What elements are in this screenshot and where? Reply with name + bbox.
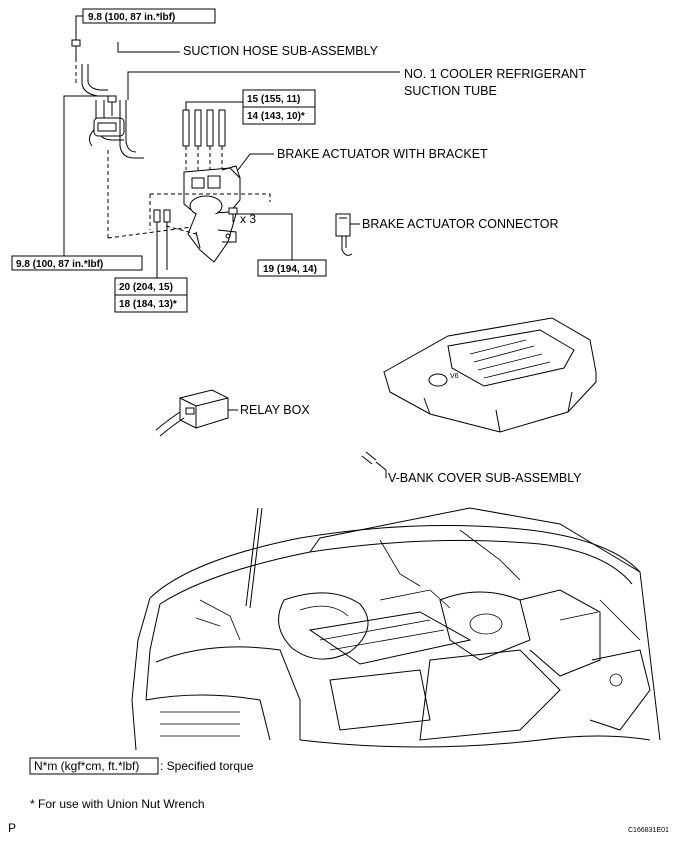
relay-box-icon bbox=[155, 389, 229, 437]
engine-compartment-illustration bbox=[131, 507, 661, 751]
legend-unit-text: N*m (kgf*cm, ft.*lbf) bbox=[34, 759, 139, 773]
brake-connector-label: BRAKE ACTUATOR CONNECTOR bbox=[362, 217, 559, 231]
torque-box-bracket: 20 (204, 15) 18 (184, 13)* bbox=[114, 277, 188, 313]
torque-actuator-2-text: 14 (143, 10)* bbox=[247, 111, 305, 122]
torque-bracket-2-text: 18 (184, 13)* bbox=[119, 299, 177, 310]
suction-hose-icon bbox=[81, 64, 125, 147]
bolt-icon bbox=[71, 39, 81, 58]
bolt-count-label: x 3 bbox=[240, 212, 256, 226]
torque-box-actuator: 15 (155, 11) 14 (143, 10)* bbox=[242, 89, 316, 125]
torque-legend: N*m (kgf*cm, ft.*lbf) : Specified torque bbox=[29, 757, 254, 775]
torque-left-text: 9.8 (100, 87 in.*lbf) bbox=[16, 259, 103, 270]
cooler-tube-label-2: SUCTION TUBE bbox=[404, 84, 497, 98]
vbank-cover-icon: V6 bbox=[383, 317, 597, 433]
torque-bracket-1-text: 20 (204, 15) bbox=[119, 282, 173, 293]
corner-mark-text: P bbox=[8, 821, 16, 835]
torque-bolts-text: 19 (194, 14) bbox=[263, 264, 317, 275]
torque-actuator-1-text: 15 (155, 11) bbox=[247, 94, 300, 105]
cooler-tube-label-1: NO. 1 COOLER REFRIGERANT bbox=[404, 67, 586, 81]
relay-box-label: RELAY BOX bbox=[240, 403, 310, 417]
bolt-icon bbox=[107, 95, 117, 112]
torque-box-bolts: 19 (194, 14) bbox=[257, 259, 327, 277]
torque-box-left: 9.8 (100, 87 in.*lbf) bbox=[11, 255, 143, 271]
torque-top-text: 9.8 (100, 87 in.*lbf) bbox=[88, 12, 175, 23]
bracket-bolts bbox=[153, 209, 197, 270]
suction-hose-label: SUCTION HOSE SUB-ASSEMBLY bbox=[183, 44, 379, 58]
vbank-cover-label: V-BANK COVER SUB-ASSEMBLY bbox=[388, 471, 582, 485]
connector-icon bbox=[335, 213, 353, 256]
footnote-text: * For use with Union Nut Wrench bbox=[30, 797, 205, 811]
brake-actuator-icon bbox=[183, 165, 241, 263]
figure-code-text: C166831E01 bbox=[628, 827, 669, 834]
torque-box-top: 9.8 (100, 87 in.*lbf) bbox=[82, 8, 216, 24]
legend-description-text: : Specified torque bbox=[160, 759, 254, 773]
suction-tube-icon bbox=[119, 100, 144, 159]
brake-line-tubes bbox=[182, 109, 226, 170]
svg-text:V6: V6 bbox=[450, 373, 459, 380]
brake-actuator-label: BRAKE ACTUATOR WITH BRACKET bbox=[277, 147, 488, 161]
